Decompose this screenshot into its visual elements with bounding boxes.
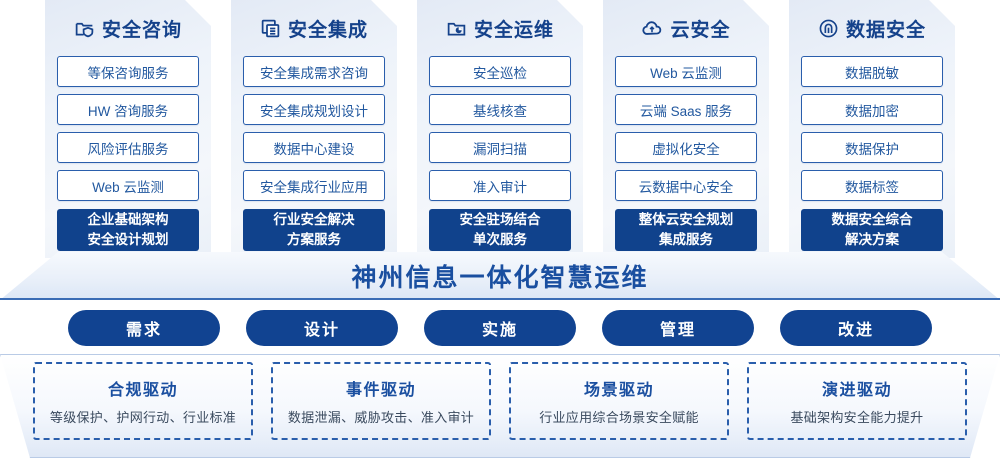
card-summary[interactable]: 整体云安全规划 集成服务 [615, 209, 757, 251]
service-item[interactable]: 云端 Saas 服务 [615, 94, 757, 125]
card-title: 安全咨询 [101, 19, 182, 41]
service-item[interactable]: 云数据中心安全 [615, 170, 757, 201]
card-summary[interactable]: 安全驻场结合 单次服务 [429, 209, 571, 251]
service-item[interactable]: 数据脱敏 [801, 56, 943, 87]
driver-title: 事件驱动 [345, 382, 416, 399]
service-item[interactable]: 数据加密 [801, 94, 943, 125]
driver-card-compliance[interactable]: 合规驱动 等级保护、护网行动、行业标准 [33, 362, 253, 440]
card-summary-line1: 行业安全解决 [273, 212, 355, 228]
service-item[interactable]: 风险评估服务 [57, 132, 199, 163]
cloud-icon [641, 17, 663, 39]
card-summary-line1: 安全驻场结合 [459, 212, 541, 228]
service-item[interactable]: 漏洞扫描 [429, 132, 571, 163]
service-item[interactable]: 基线核查 [429, 94, 571, 125]
card-summary-line2: 单次服务 [473, 232, 527, 247]
driver-card-scenario[interactable]: 场景驱动 行业应用综合场景安全赋能 [509, 362, 729, 440]
driver-title: 合规驱动 [107, 382, 178, 399]
service-item[interactable]: 准入审计 [429, 170, 571, 201]
card-header: 云安全 [615, 0, 757, 56]
banner-title: 神州信息一体化智慧运维 [351, 264, 649, 292]
drivers-row: 合规驱动 等级保护、护网行动、行业标准 事件驱动 数据泄漏、威胁攻击、准入审计 … [0, 362, 1000, 440]
service-card-data-security[interactable]: 数据安全 数据脱敏 数据加密 数据保护 数据标签 数据安全综合 解决方案 [789, 0, 955, 258]
service-item[interactable]: 数据标签 [801, 170, 943, 201]
banner-trapezoid-shape [0, 252, 1000, 300]
service-card-security-integration[interactable]: 安全集成 安全集成需求咨询 安全集成规划设计 数据中心建设 安全集成行业应用 行… [231, 0, 397, 258]
service-item[interactable]: 安全巡检 [429, 56, 571, 87]
lifecycle-pill-design[interactable]: 设计 [246, 310, 398, 346]
service-card-cloud-security[interactable]: 云安全 Web 云监测 云端 Saas 服务 虚拟化安全 云数据中心安全 整体云… [603, 0, 769, 258]
card-summary-line2: 安全设计规划 [87, 232, 169, 247]
driver-description: 等级保护、护网行动、行业标准 [49, 410, 237, 425]
service-cards-row: 安全咨询 等保咨询服务 HW 咨询服务 风险评估服务 Web 云监测 企业基础架… [0, 0, 1000, 258]
card-summary-line2: 解决方案 [845, 232, 899, 247]
service-item[interactable]: 安全集成行业应用 [243, 170, 385, 201]
folder-shield-icon [74, 18, 95, 39]
card-summary-line1: 整体云安全规划 [638, 212, 734, 228]
service-card-security-consulting[interactable]: 安全咨询 等保咨询服务 HW 咨询服务 风险评估服务 Web 云监测 企业基础架… [45, 0, 211, 258]
service-item[interactable]: HW 咨询服务 [57, 94, 199, 125]
driver-description: 数据泄漏、威胁攻击、准入审计 [287, 410, 475, 425]
service-item[interactable]: 等保咨询服务 [57, 56, 199, 87]
driver-title: 演进驱动 [821, 382, 892, 399]
service-card-security-operations[interactable]: 安全运维 安全巡检 基线核查 漏洞扫描 准入审计 安全驻场结合 单次服务 [417, 0, 583, 258]
lifecycle-pill-requirements[interactable]: 需求 [68, 310, 220, 346]
driver-description: 行业应用综合场景安全赋能 [539, 410, 699, 425]
card-summary[interactable]: 企业基础架构 安全设计规划 [57, 209, 199, 251]
platform-banner: 神州信息一体化智慧运维 [0, 252, 1000, 300]
driver-card-evolution[interactable]: 演进驱动 基础架构安全能力提升 [747, 362, 967, 440]
driver-description: 基础架构安全能力提升 [790, 410, 924, 425]
drivers-trapezoid-shape [0, 354, 1000, 458]
card-summary-line2: 集成服务 [659, 232, 713, 247]
service-item[interactable]: 数据保护 [801, 132, 943, 163]
card-title: 云安全 [670, 19, 731, 41]
card-summary-line2: 方案服务 [287, 232, 341, 247]
service-item[interactable]: 数据中心建设 [243, 132, 385, 163]
lifecycle-pills-row: 需求 设计 实施 管理 改进 [0, 310, 1000, 346]
driver-card-incident[interactable]: 事件驱动 数据泄漏、威胁攻击、准入审计 [271, 362, 491, 440]
card-summary[interactable]: 数据安全综合 解决方案 [801, 209, 943, 251]
lifecycle-pill-improvement[interactable]: 改进 [780, 310, 932, 346]
folder-pie-chart-icon [446, 18, 467, 39]
driver-title: 场景驱动 [583, 382, 654, 399]
drivers-section: 合规驱动 等级保护、护网行动、行业标准 事件驱动 数据泄漏、威胁攻击、准入审计 … [0, 354, 1000, 458]
card-header: 安全咨询 [57, 0, 199, 56]
card-header: 安全运维 [429, 0, 571, 56]
lifecycle-pill-management[interactable]: 管理 [602, 310, 754, 346]
documents-stack-icon [260, 18, 281, 39]
service-item[interactable]: 安全集成需求咨询 [243, 56, 385, 87]
banner-bottom-edge [0, 298, 1000, 300]
card-title: 安全集成 [287, 19, 368, 41]
card-title: 安全运维 [473, 19, 554, 41]
card-summary-line1: 企业基础架构 [87, 212, 169, 228]
card-header: 数据安全 [801, 0, 943, 56]
card-title: 数据安全 [845, 19, 926, 41]
card-summary[interactable]: 行业安全解决 方案服务 [243, 209, 385, 251]
service-item[interactable]: 安全集成规划设计 [243, 94, 385, 125]
fingerprint-icon [818, 18, 839, 39]
service-item[interactable]: Web 云监测 [615, 56, 757, 87]
service-item[interactable]: Web 云监测 [57, 170, 199, 201]
lifecycle-pill-implementation[interactable]: 实施 [424, 310, 576, 346]
service-item[interactable]: 虚拟化安全 [615, 132, 757, 163]
card-header: 安全集成 [243, 0, 385, 56]
card-summary-line1: 数据安全综合 [831, 212, 913, 228]
